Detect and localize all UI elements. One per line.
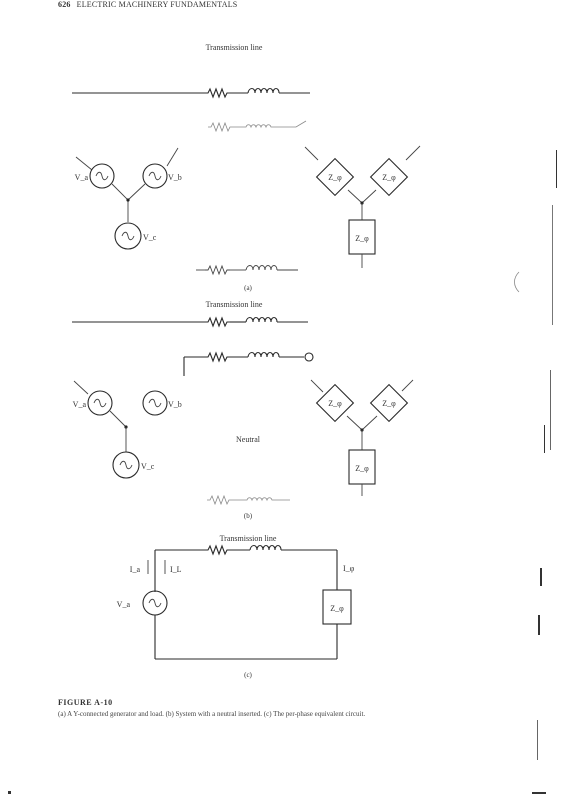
source-label-b-b: V_b bbox=[168, 400, 182, 409]
source-a-b: V_a bbox=[73, 390, 113, 416]
page-number: 626 bbox=[58, 0, 71, 9]
running-title: ELECTRIC MACHINERY FUNDAMENTALS bbox=[76, 0, 238, 9]
source-label-a-a: V_a bbox=[75, 173, 89, 182]
edge-mark bbox=[550, 370, 551, 450]
source-label-c-a: V_c bbox=[143, 233, 157, 242]
transmission-line-label-b: Transmission line bbox=[206, 300, 263, 309]
load-label-c: Z_φ bbox=[330, 604, 344, 613]
edge-mark bbox=[8, 791, 11, 794]
source-b-b: V_b bbox=[142, 390, 182, 416]
load-label-right-a: Z_φ bbox=[382, 173, 396, 182]
edge-mark bbox=[540, 568, 542, 586]
load-label-bottom-a: Z_φ bbox=[355, 234, 369, 243]
source-c: V_a bbox=[117, 590, 168, 616]
figure-caption: (a) A Y-connected generator and load. (b… bbox=[58, 710, 366, 718]
edge-mark bbox=[556, 150, 557, 188]
current-label-iphi: I_φ bbox=[343, 564, 355, 573]
load-left-b: Z_φ bbox=[315, 383, 355, 423]
load-label-bottom-b: Z_φ bbox=[355, 464, 369, 473]
source-c-a: V_c bbox=[114, 222, 157, 250]
edge-mark bbox=[537, 720, 538, 760]
neutral-label: Neutral bbox=[236, 435, 261, 444]
figure-label: FIGURE A-10 bbox=[58, 698, 113, 707]
transmission-line-label-c: Transmission line bbox=[220, 534, 277, 543]
panel-a: Transmission line V_a V_b bbox=[72, 43, 421, 292]
running-header: 626 ELECTRIC MACHINERY FUNDAMENTALS bbox=[58, 0, 237, 9]
source-label-a-b: V_a bbox=[73, 400, 87, 409]
edge-mark bbox=[538, 615, 540, 635]
load-bottom-a: Z_φ bbox=[348, 219, 376, 255]
panel-label-b: (b) bbox=[244, 512, 253, 520]
source-label-c-b: V_c bbox=[141, 462, 155, 471]
scan-mark bbox=[514, 271, 520, 293]
load-label-left-b: Z_φ bbox=[328, 399, 342, 408]
current-label-ia: I_a bbox=[130, 565, 141, 574]
load-c: Z_φ bbox=[322, 589, 352, 625]
load-right-b: Z_φ bbox=[369, 383, 409, 423]
load-label-left-a: Z_φ bbox=[328, 173, 342, 182]
load-right-a: Z_φ bbox=[369, 157, 409, 197]
source-label-c: V_a bbox=[117, 600, 131, 609]
load-bottom-b: Z_φ bbox=[348, 449, 376, 485]
source-a-a: V_a bbox=[75, 163, 115, 189]
source-b-a: V_b bbox=[142, 163, 182, 189]
current-label-il: I_L bbox=[170, 565, 182, 574]
panel-label-a: (a) bbox=[244, 284, 252, 292]
load-left-a: Z_φ bbox=[315, 157, 355, 197]
edge-mark bbox=[532, 792, 546, 794]
panel-label-c: (c) bbox=[244, 671, 252, 679]
load-label-right-b: Z_φ bbox=[382, 399, 396, 408]
panel-c: Transmission line I_a I_L I_φ V_a bbox=[117, 534, 355, 679]
transmission-line-label-a: Transmission line bbox=[206, 43, 263, 52]
source-label-b-a: V_b bbox=[168, 173, 182, 182]
source-c-b: V_c bbox=[112, 451, 155, 479]
edge-mark bbox=[552, 205, 553, 325]
source-neutral-node-a bbox=[126, 198, 130, 202]
panel-b: Transmission line V_a V_b bbox=[72, 300, 414, 520]
edge-mark bbox=[544, 425, 545, 453]
